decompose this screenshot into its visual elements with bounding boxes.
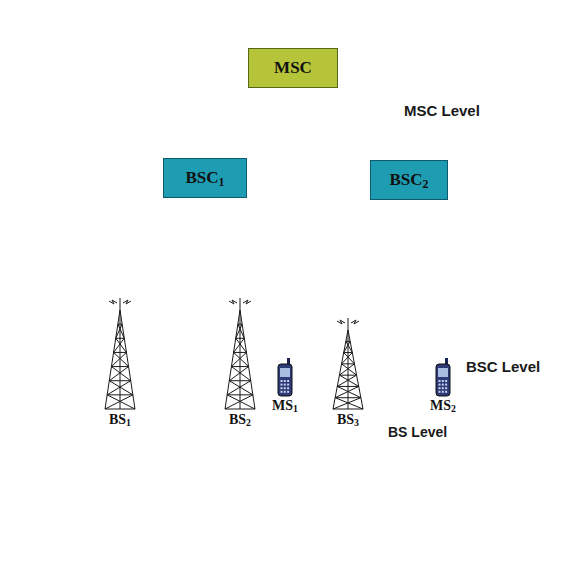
controller-box: BSC2: [370, 160, 448, 200]
node-label: BS Level: [388, 424, 447, 440]
node-label: BS1: [109, 412, 131, 428]
level-label-holder: BS Level: [388, 424, 447, 441]
connector-line: [348, 200, 409, 318]
subscript-digit: 1: [293, 403, 298, 414]
base-station: BS1: [100, 298, 140, 428]
connector-line: [300, 357, 328, 375]
node-label: BSC Level: [466, 358, 540, 375]
mobile-station: MS2: [428, 358, 458, 414]
connector-line: [120, 198, 205, 298]
level-cloud: MSC Level MSC: [0, 0, 583, 240]
subscript-digit: 2: [423, 177, 429, 191]
node-label: BS3: [337, 412, 359, 428]
phone-icon: [276, 358, 294, 396]
subscript-digit: 1: [126, 417, 131, 428]
base-station: BS3: [328, 318, 368, 428]
connector-line: [205, 88, 262, 158]
dashed-boundary: [73, 167, 557, 297]
node-label: BS2: [229, 412, 251, 428]
controller-box: MSC: [248, 48, 338, 88]
node-label: MS1: [272, 398, 298, 414]
node-label: MS2: [430, 398, 456, 414]
subscript-digit: 3: [354, 417, 359, 428]
connector-line: [368, 357, 428, 375]
base-station: BS2: [220, 298, 260, 428]
level-label-holder: BSC Level: [466, 358, 540, 376]
node-label: MSC Level: [404, 102, 480, 119]
phone-icon: [434, 358, 452, 396]
mobile-station: MS1: [270, 358, 300, 414]
level-cloud: BSC Level BSC1 BSC2BS1 BS2 BS Level MS1BS3 MS2: [0, 120, 583, 571]
subscript-digit: 2: [451, 403, 456, 414]
level-label-holder: MSC Level: [404, 102, 480, 120]
subscript-digit: 1: [219, 175, 225, 189]
subscript-digit: 2: [246, 417, 251, 428]
tower-icon: [328, 318, 368, 410]
controller-box: BSC1: [163, 158, 247, 198]
node-label: BSC2: [389, 170, 428, 190]
node-label: BSC1: [185, 168, 224, 188]
level-cloud: BS Level MS1BS3 MS2: [255, 335, 552, 460]
tower-icon: [100, 298, 140, 410]
connector-line: [205, 198, 240, 298]
connector-line: [320, 88, 409, 160]
node-label: MSC: [274, 58, 312, 78]
tower-icon: [220, 298, 260, 410]
